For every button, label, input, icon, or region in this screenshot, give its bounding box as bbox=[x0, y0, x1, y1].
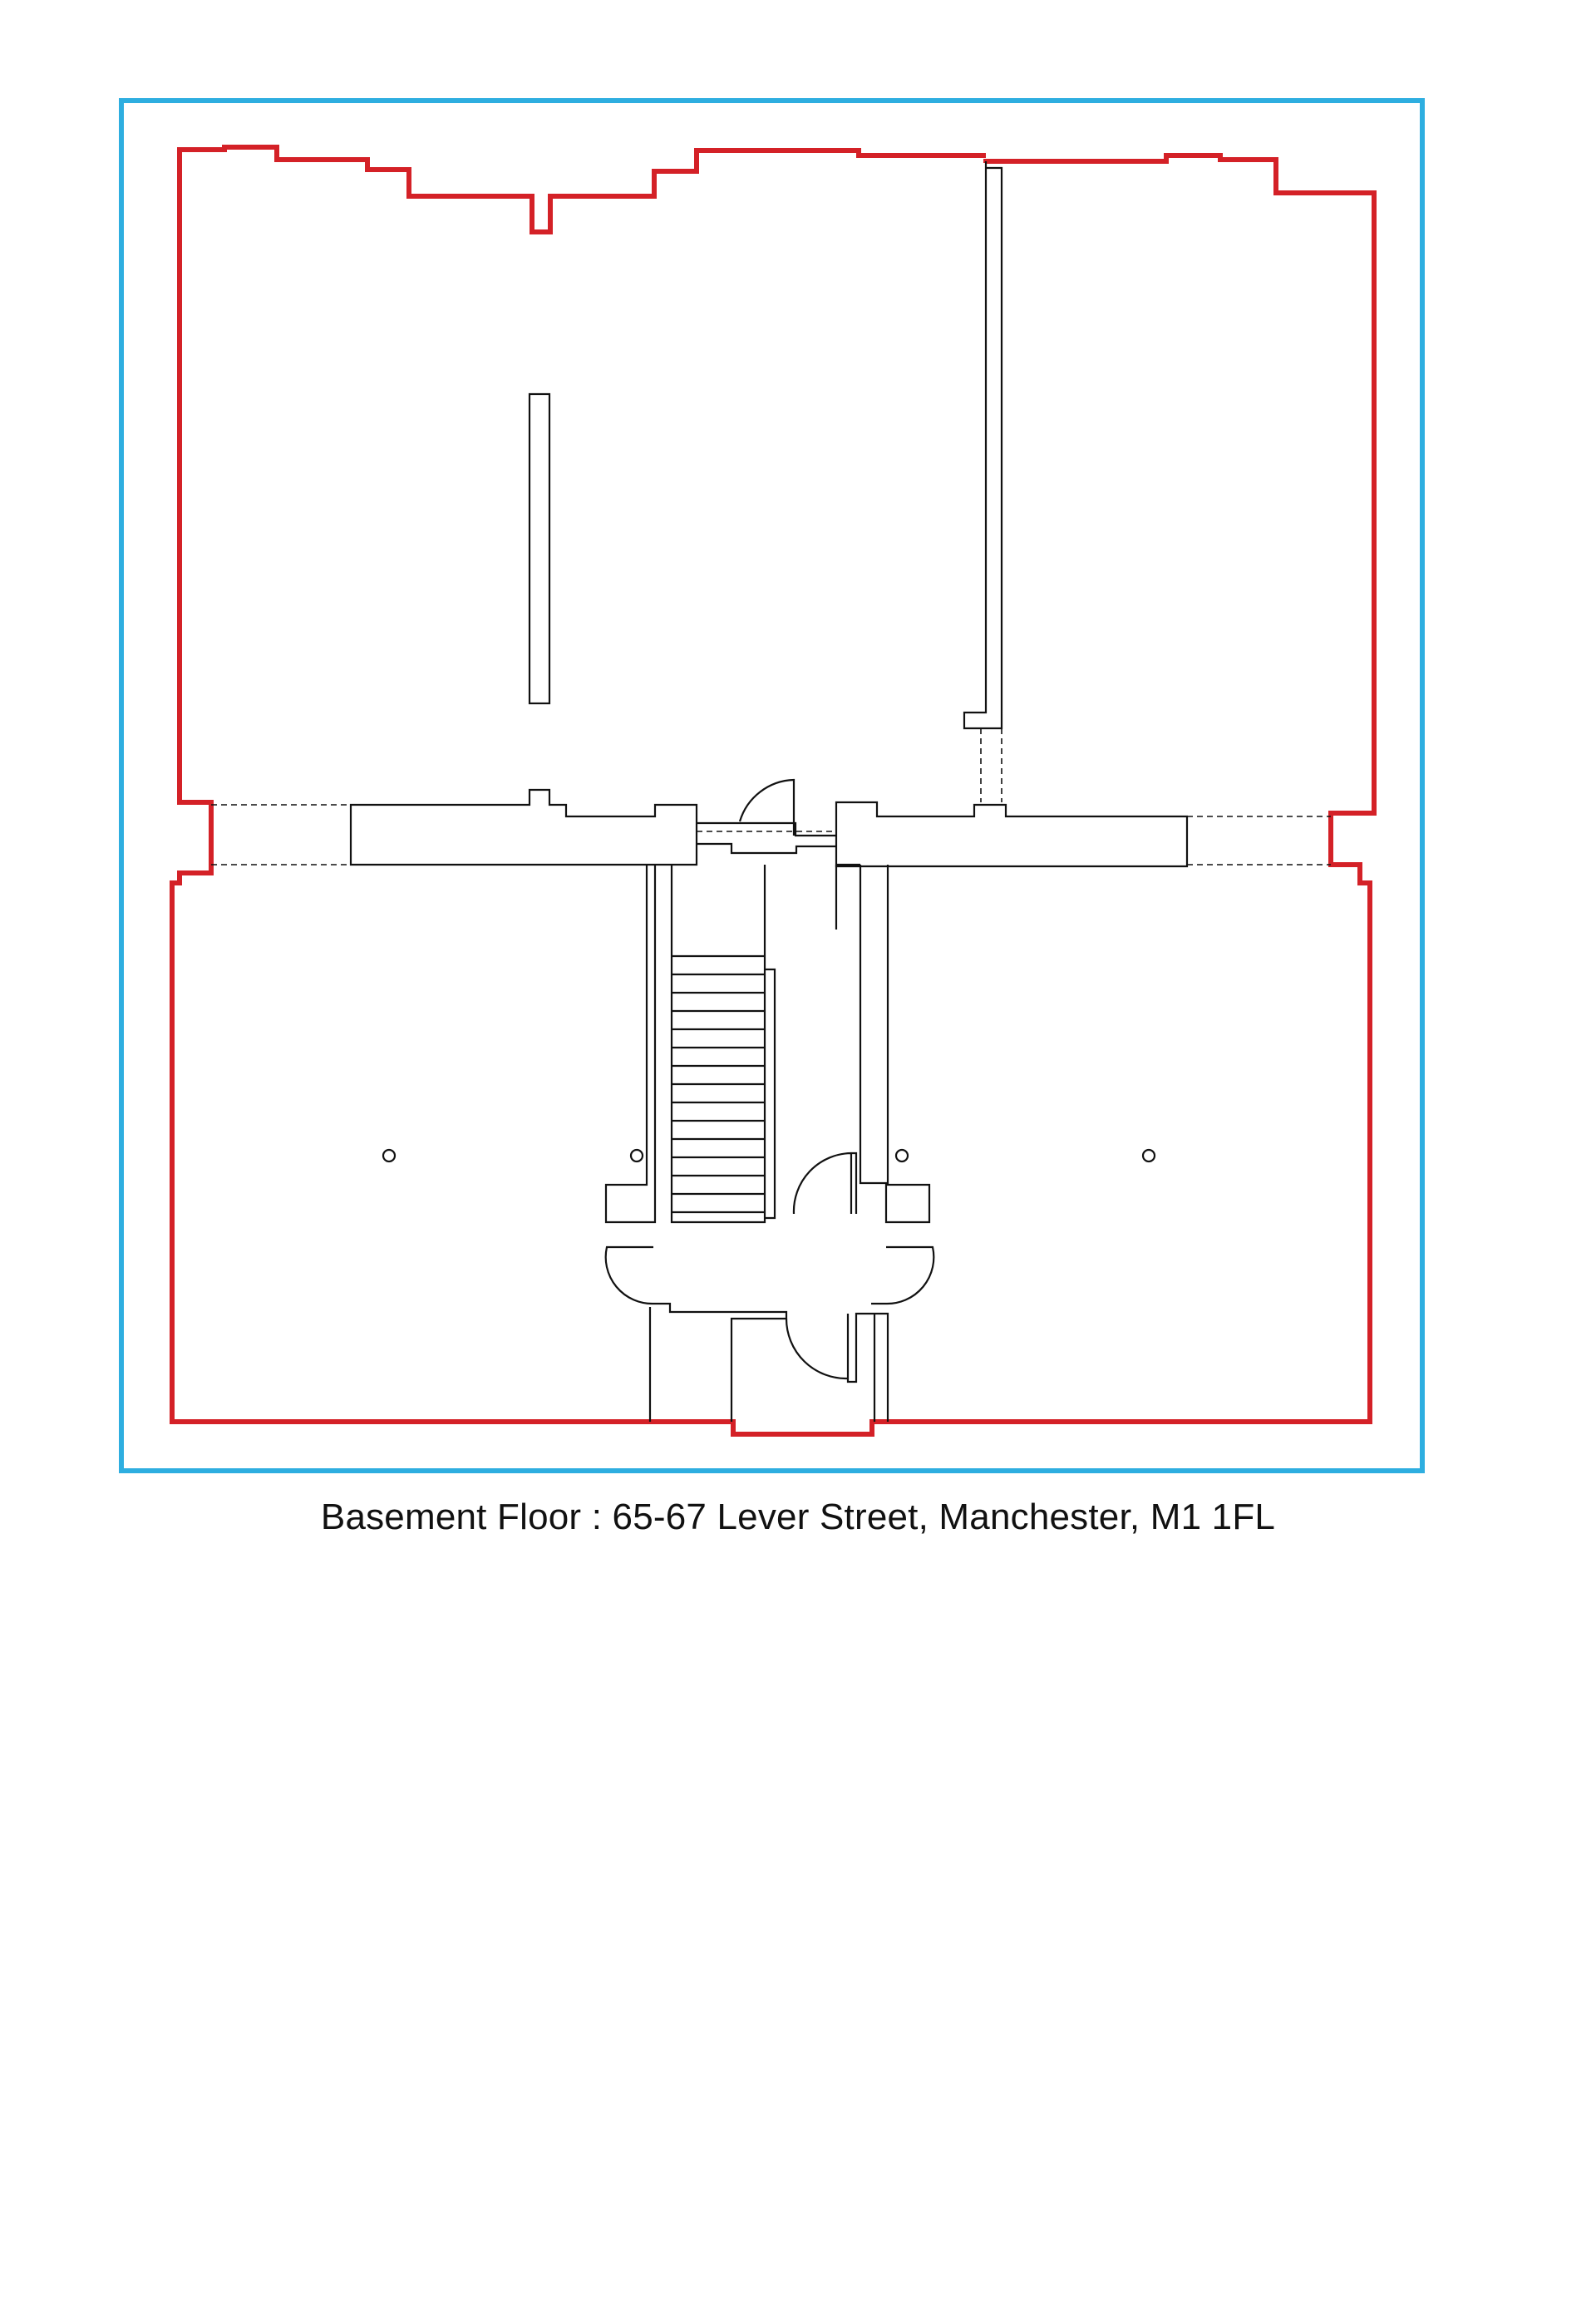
lower-right-corridor bbox=[846, 1312, 889, 1422]
lower-left-corridor bbox=[648, 1307, 788, 1422]
stair-core-right bbox=[859, 865, 931, 1224]
party-wall-upper bbox=[963, 161, 1003, 730]
stair-left-wall bbox=[670, 865, 766, 1224]
column-marker bbox=[382, 1148, 397, 1163]
lobby-door-sill bbox=[697, 842, 836, 855]
column-strip bbox=[528, 392, 551, 705]
lower-door-swing bbox=[785, 1318, 849, 1380]
corridor-wall-left bbox=[349, 788, 698, 866]
lobby-curve-right bbox=[871, 1245, 935, 1305]
interior-walls bbox=[211, 161, 1331, 1422]
core-door-swing bbox=[792, 1152, 858, 1215]
upper-ownership-boundary bbox=[170, 145, 1377, 1437]
dashed-openings bbox=[211, 728, 1331, 866]
lobby-door-swing bbox=[738, 778, 796, 836]
lobby-door-frame bbox=[697, 821, 836, 837]
site-boundary bbox=[119, 98, 1425, 1473]
floor-plan-drawing bbox=[119, 98, 1425, 1473]
column-marker bbox=[629, 1148, 644, 1163]
core-inner-wall bbox=[835, 863, 860, 930]
corridor-wall-right bbox=[835, 801, 1189, 868]
lobby-curve-left bbox=[604, 1245, 672, 1309]
column-marker bbox=[1141, 1148, 1156, 1163]
staircase bbox=[672, 954, 776, 1220]
left-corridor-wall bbox=[604, 865, 657, 1224]
plan-caption: Basement Floor : 65-67 Lever Street, Man… bbox=[320, 1497, 1276, 1537]
column-marker bbox=[894, 1148, 909, 1163]
